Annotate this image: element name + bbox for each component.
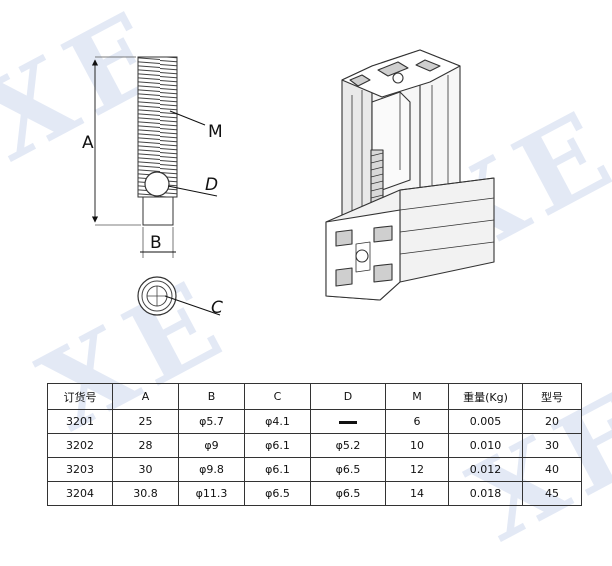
header-m: M xyxy=(385,383,449,410)
header-b: B xyxy=(178,383,245,410)
table-row: 3201 25 φ5.7 φ4.1 6 0.005 20 xyxy=(47,409,582,434)
header-a: A xyxy=(112,383,179,410)
cell: φ5.7 xyxy=(178,409,245,434)
dash-mark xyxy=(339,420,357,424)
spec-table: 订货号 A B C D M 重量(Kg) 型号 3201 25 φ5.7 φ4.… xyxy=(47,383,582,506)
cell: φ6.5 xyxy=(244,481,311,506)
leader-d xyxy=(167,185,218,197)
cell: 20 xyxy=(522,409,582,434)
cell-dash xyxy=(310,409,386,434)
cell: 0.005 xyxy=(448,409,523,434)
cell: 40 xyxy=(522,457,582,482)
cell: 0.010 xyxy=(448,433,523,458)
cell: 0.018 xyxy=(448,481,523,506)
cell: φ6.5 xyxy=(310,457,386,482)
cell: φ9.8 xyxy=(178,457,245,482)
header-weight: 重量(Kg) xyxy=(448,383,523,410)
cell: φ9 xyxy=(178,433,245,458)
cell: φ6.1 xyxy=(244,433,311,458)
bolt-front-view xyxy=(137,56,178,226)
cell: φ5.2 xyxy=(310,433,386,458)
header-model: 型号 xyxy=(522,383,582,410)
cell: φ6.5 xyxy=(310,481,386,506)
cell: 25 xyxy=(112,409,179,434)
table-row: 3204 30.8 φ11.3 φ6.5 φ6.5 14 0.018 45 xyxy=(47,481,582,506)
table-row: 3203 30 φ9.8 φ6.1 φ6.5 12 0.012 40 xyxy=(47,457,582,482)
cell: 0.012 xyxy=(448,457,523,482)
cell: 28 xyxy=(112,433,179,458)
header-c: C xyxy=(244,383,311,410)
cell: 3201 xyxy=(47,409,113,434)
table-header-row: 订货号 A B C D M 重量(Kg) 型号 xyxy=(47,383,582,410)
cell: φ6.1 xyxy=(244,457,311,482)
leader-m xyxy=(169,110,206,126)
header-order-no: 订货号 xyxy=(47,383,113,410)
label-a: A xyxy=(82,133,94,153)
cell: 30 xyxy=(112,457,179,482)
cell: 3203 xyxy=(47,457,113,482)
cell: 10 xyxy=(385,433,449,458)
ball-d xyxy=(144,171,170,197)
profile-assembly-illustration xyxy=(325,49,495,301)
cell: 30 xyxy=(522,433,582,458)
cell: φ4.1 xyxy=(244,409,311,434)
label-b: B xyxy=(150,233,162,253)
label-d: D xyxy=(205,175,218,195)
table-row: 3202 28 φ9 φ6.1 φ5.2 10 0.010 30 xyxy=(47,433,582,458)
cell: 6 xyxy=(385,409,449,434)
cell: 12 xyxy=(385,457,449,482)
cell: 14 xyxy=(385,481,449,506)
label-m: M xyxy=(208,122,223,142)
cell: 3204 xyxy=(47,481,113,506)
cell: 3202 xyxy=(47,433,113,458)
header-d: D xyxy=(310,383,386,410)
technical-drawing: A B M D C xyxy=(82,49,495,318)
cell: 30.8 xyxy=(112,481,179,506)
label-c: C xyxy=(211,298,223,318)
bolt-bottom-view xyxy=(137,276,177,316)
cell: φ11.3 xyxy=(178,481,245,506)
connector-thread xyxy=(370,149,384,209)
leader-c xyxy=(164,295,221,316)
cell: 45 xyxy=(522,481,582,506)
